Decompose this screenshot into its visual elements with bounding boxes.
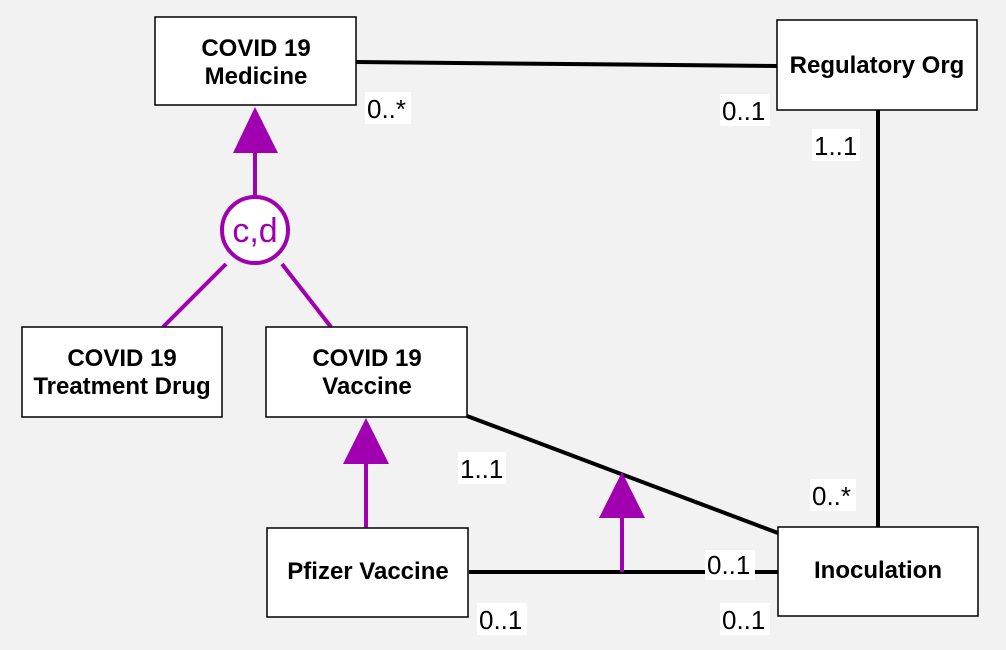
generalization-set-label: c,d	[232, 212, 277, 250]
svg-text:1..1: 1..1	[814, 131, 857, 161]
class-regulatory-line1: Regulatory Org	[790, 52, 965, 79]
generalization-arrow-vaccine	[343, 418, 389, 464]
class-regulatory-org[interactable]: Regulatory Org	[776, 19, 978, 111]
generalization-arrow-association	[599, 472, 645, 518]
class-medicine-line2: Medicine	[205, 63, 308, 90]
class-inoculation[interactable]: Inoculation	[777, 526, 979, 617]
class-inoculation-line1: Inoculation	[814, 557, 942, 584]
class-pfizer-line1: Pfizer Vaccine	[287, 558, 448, 585]
multiplicity-pfizer-end: 0..1	[477, 603, 527, 635]
svg-text:0..1: 0..1	[707, 550, 750, 580]
association-medicine-regulatory	[355, 60, 779, 68]
generalization-line-vaccine	[280, 262, 333, 329]
multiplicity-inoculation-end-pfizer-top: 0..1	[705, 550, 755, 580]
multiplicity-regulatory-end-medicine: 0..1	[720, 94, 770, 126]
multiplicity-inoculation-end-regulatory: 0..*	[810, 479, 856, 511]
multiplicity-medicine-end: 0..*	[365, 92, 411, 124]
class-vaccine-line2: Vaccine	[322, 373, 411, 400]
class-pfizer-vaccine[interactable]: Pfizer Vaccine	[266, 527, 469, 618]
svg-text:0..1: 0..1	[722, 605, 765, 635]
class-covid19-treatment-drug[interactable]: COVID 19 Treatment Drug	[21, 326, 223, 418]
multiplicity-regulatory-end-inoculation: 1..1	[812, 129, 860, 161]
class-medicine-line1: COVID 19	[201, 35, 310, 62]
class-covid19-vaccine[interactable]: COVID 19 Vaccine	[265, 326, 468, 418]
multiplicity-vaccine-end: 1..1	[458, 452, 506, 484]
svg-text:0..1: 0..1	[479, 605, 522, 635]
class-treatment-line1: COVID 19	[67, 345, 176, 372]
svg-text:0..*: 0..*	[812, 481, 851, 511]
svg-text:0..*: 0..*	[367, 94, 406, 124]
svg-text:1..1: 1..1	[460, 454, 503, 484]
class-vaccine-line1: COVID 19	[312, 345, 421, 372]
class-treatment-line2: Treatment Drug	[33, 373, 210, 400]
svg-text:0..1: 0..1	[722, 96, 765, 126]
generalization-arrow-medicine	[233, 107, 278, 153]
class-covid19-medicine[interactable]: COVID 19 Medicine	[154, 16, 357, 106]
multiplicity-inoculation-end-pfizer-bottom: 0..1	[720, 603, 770, 635]
generalization-line-treatment	[161, 262, 228, 329]
